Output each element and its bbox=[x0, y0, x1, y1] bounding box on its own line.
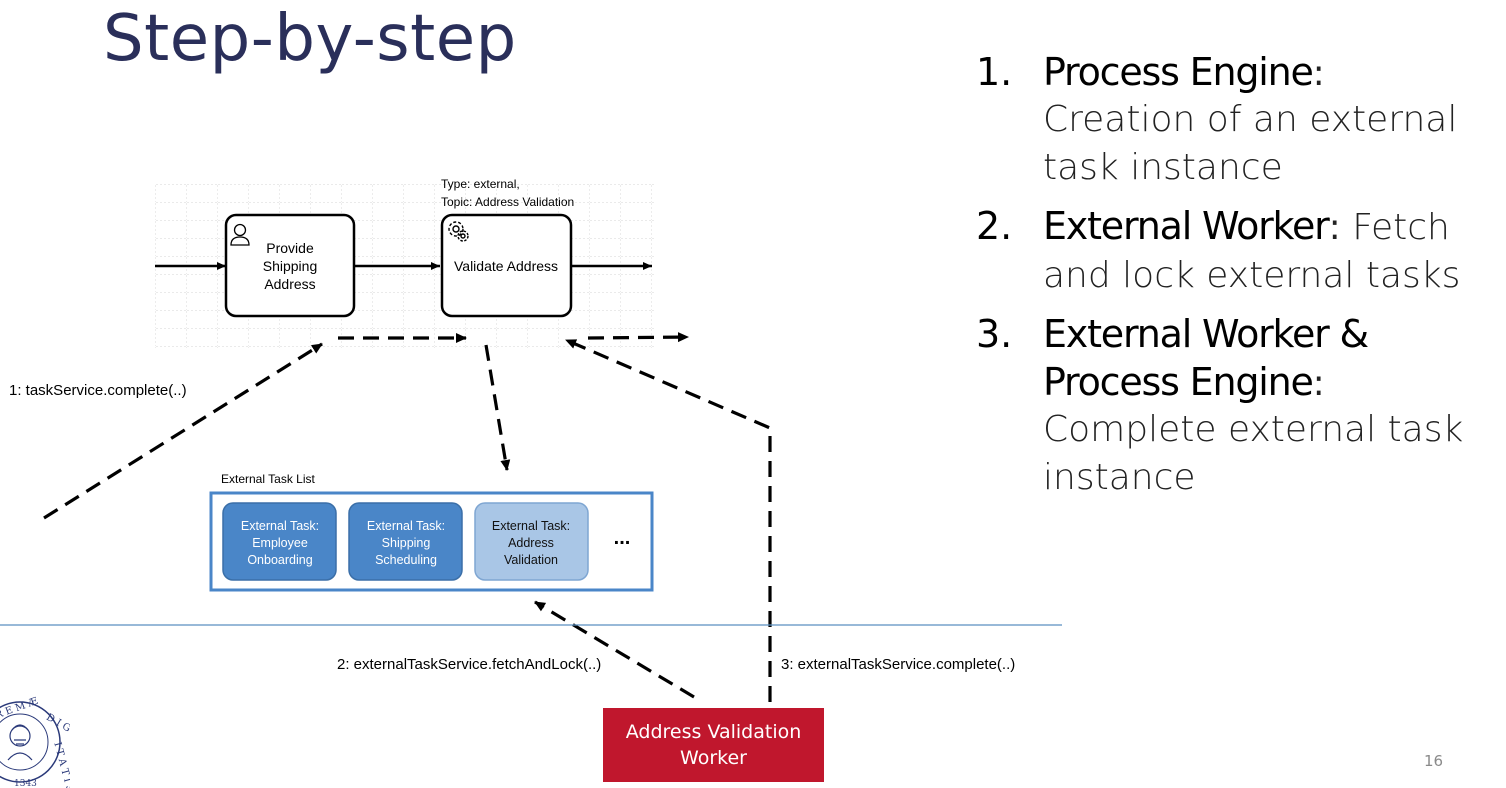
step-number: 2. bbox=[976, 204, 1013, 248]
dashed-arrow-continue bbox=[587, 332, 689, 343]
ext-task-2-line-3: Scheduling bbox=[375, 553, 437, 567]
step-text: Creation of an external task instance bbox=[1043, 99, 1458, 188]
ext-task-1-line-3: Onboarding bbox=[247, 553, 312, 567]
service-task-box[interactable] bbox=[440, 213, 573, 318]
ext-task-2-line-1: External Task: bbox=[367, 519, 445, 533]
label-fetch-and-lock: 2: externalTaskService.fetchAndLock(..) bbox=[337, 656, 601, 673]
dashed-arrow-complete bbox=[43, 342, 323, 520]
external-task-employee-onboarding[interactable]: External Task: Employee Onboarding bbox=[222, 502, 337, 581]
step-heading: Process Engine bbox=[1043, 50, 1314, 94]
external-task-list-title: External Task List bbox=[221, 472, 315, 486]
user-icon bbox=[230, 223, 250, 246]
step-number: 3. bbox=[976, 312, 1013, 356]
label-task-complete: 1: taskService.complete(..) bbox=[9, 382, 187, 399]
step-colon: : bbox=[1312, 53, 1325, 94]
steps-list: 1. Process Engine: Creation of an extern… bbox=[976, 48, 1496, 512]
more-tasks-ellipsis: ... bbox=[614, 527, 631, 549]
university-seal-icon: R E M Æ D I G N I T A T I S 1343 bbox=[0, 696, 70, 788]
label-external-complete: 3: externalTaskService.complete(..) bbox=[781, 656, 1015, 673]
step-item: 1. Process Engine: Creation of an extern… bbox=[976, 48, 1496, 192]
ext-task-3-line-3: Validation bbox=[504, 553, 558, 567]
step-colon: : bbox=[1312, 363, 1325, 404]
step-text: Fetch and lock external tasks bbox=[1043, 207, 1461, 296]
svg-text:I T A T I S: I T A T I S bbox=[51, 741, 70, 788]
ext-task-2-line-2: Shipping bbox=[382, 536, 431, 550]
svg-text:D I G N: D I G N bbox=[44, 712, 70, 741]
step-colon: : bbox=[1328, 207, 1341, 248]
svg-text:1343: 1343 bbox=[14, 779, 37, 788]
task-annotation-type: Type: external, bbox=[441, 177, 520, 191]
address-validation-worker[interactable]: Address Validation Worker bbox=[603, 708, 824, 782]
service-task-label: Validate Address bbox=[454, 258, 558, 274]
step-number: 1. bbox=[976, 50, 1013, 94]
external-task-shipping-scheduling[interactable]: External Task: Shipping Scheduling bbox=[348, 502, 463, 581]
ext-task-1-line-2: Employee bbox=[252, 536, 308, 550]
step-text: Complete external task instance bbox=[1043, 409, 1464, 498]
dashed-arrow-to-list bbox=[484, 344, 511, 471]
task-annotation-topic: Topic: Address Validation bbox=[441, 195, 574, 209]
ext-task-3-line-2: Address bbox=[508, 536, 554, 550]
step-item: 2. External Worker: Fetch and lock exter… bbox=[976, 202, 1496, 300]
step-heading: External Worker bbox=[1043, 204, 1330, 248]
user-task-label-1: Provide bbox=[266, 240, 314, 256]
page-number: 16 bbox=[1424, 752, 1444, 770]
dashed-arrow-fetch bbox=[534, 600, 695, 699]
ext-task-1-line-1: External Task: bbox=[241, 519, 319, 533]
slide-title: Step-by-step bbox=[103, 2, 517, 76]
gear-icon bbox=[448, 221, 469, 242]
step-item: 3. External Worker & Process Engine: Com… bbox=[976, 310, 1496, 502]
external-task-address-validation[interactable]: External Task: Address Validation bbox=[474, 502, 589, 581]
step-heading: External Worker & Process Engine bbox=[1043, 312, 1369, 404]
user-task-label-3: Address bbox=[264, 276, 315, 292]
user-task-box[interactable] bbox=[224, 213, 356, 318]
ext-task-3-line-1: External Task: bbox=[492, 519, 570, 533]
user-task-label-2: Shipping bbox=[263, 258, 318, 274]
